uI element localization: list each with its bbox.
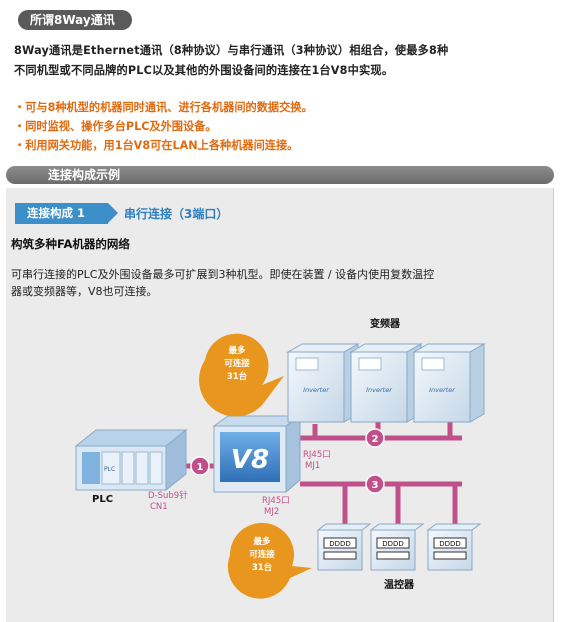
intro-line-2: 不同机型或不同品牌的PLC以及其他的外围设备间的连接在1台V8中实现。 xyxy=(14,64,394,77)
temp-2-body xyxy=(370,529,416,571)
temp-2-display xyxy=(376,537,410,549)
config-description: 可串行连接的PLC及外围设备最多可扩展到3种机型。即使在装置 / 设备内使用复数… xyxy=(11,266,551,300)
capacity-bubble-bottom: 最多 可连接 31台 xyxy=(227,522,312,599)
port-marker-2-circle xyxy=(365,428,385,448)
plc-io-module-2 xyxy=(135,451,149,485)
temp-1-top xyxy=(316,523,372,531)
v8-hmi-unit: V8 xyxy=(212,415,302,494)
temp-controller-3: DDDD xyxy=(426,523,482,571)
plc-io-module-3 xyxy=(149,451,163,485)
section-header-bar: 连接构成示例 xyxy=(6,166,554,184)
temp-1-digits: DDDD xyxy=(329,540,351,548)
plc-unit: PLC xyxy=(74,428,188,492)
feature-item-2: ・同时监视、操作多台PLC及外围设备。 xyxy=(14,120,217,133)
port-marker-2: 2 xyxy=(365,428,385,448)
hmi-v8-logo: V8 xyxy=(231,445,269,475)
inverter-unit-2: Inverter xyxy=(349,343,423,423)
port-marker-3: 3 xyxy=(365,474,385,494)
capacity-bubble-top-line2: 可连接 xyxy=(224,358,250,369)
feature-item-1: ・可与8种机型的机器同时通讯、进行各机器间的数据交换。 xyxy=(14,101,313,114)
temp-controller-group: DDDD DDDD DDDD xyxy=(316,523,482,571)
inverter-label: 变频器 xyxy=(370,317,401,330)
inverter-3-side xyxy=(469,343,485,423)
port-mj1-line1: RJ45口 xyxy=(303,450,331,460)
port-marker-3-circle xyxy=(365,474,385,494)
temp-controller-2: DDDD xyxy=(369,523,425,571)
temp-3-subdisplay xyxy=(433,551,467,560)
page-title-tab: 所谓8Way通讯 xyxy=(18,10,132,30)
feature-item-3: ・利用网关功能，用1台V8可在LAN上各种机器间连接。 xyxy=(14,139,299,152)
inverter-3-display xyxy=(421,357,445,371)
plc-cpu-module xyxy=(101,451,121,485)
description-line-2: 器或变频器等，V8也可连接。 xyxy=(11,285,158,298)
temp-1-subdisplay xyxy=(323,551,357,560)
inverter-group: Inverter Inverter Inverter xyxy=(286,343,486,423)
plc-io-module-1 xyxy=(121,451,135,485)
hmi-top xyxy=(212,415,302,427)
description-line-1: 可串行连接的PLC及外围设备最多可扩展到3种机型。即使在装置 / 设备内使用复数… xyxy=(11,268,435,281)
capacity-bubble-top-shape xyxy=(199,333,284,417)
capacity-bubble-top: 最多 可连接 31台 xyxy=(199,333,284,417)
port-cn1-line1: D-Sub9针 xyxy=(148,490,188,501)
port-marker-2-number: 2 xyxy=(372,434,379,445)
temp-2-top xyxy=(369,523,425,531)
port-marker-3-number: 3 xyxy=(372,480,379,491)
inverter-2-text: Inverter xyxy=(366,386,393,394)
hmi-screen xyxy=(220,432,280,482)
port-mj2-line1: RJ45口 xyxy=(262,496,290,506)
port-mj2-line2: MJ2 xyxy=(264,507,279,517)
capacity-bubble-bottom-line3: 31台 xyxy=(252,562,273,573)
inverter-3-text: Inverter xyxy=(429,386,456,394)
capacity-bubble-bottom-shape xyxy=(227,522,312,599)
temp-controller-1: DDDD xyxy=(316,523,372,571)
capacity-bubble-top-line1: 最多 xyxy=(228,345,246,356)
temp-3-top xyxy=(426,523,482,531)
port-marker-1-circle xyxy=(190,456,210,476)
capacity-bubble-top-line3: 31台 xyxy=(227,371,248,382)
port-cn1-line2: CN1 xyxy=(150,502,168,512)
plc-module-label: PLC xyxy=(104,466,115,473)
temp-1-display xyxy=(323,537,357,549)
feature-list: ・可与8种机型的机器同时通讯、进行各机器间的数据交换。 ・同时监视、操作多台PL… xyxy=(14,98,559,155)
inverter-unit-3: Inverter xyxy=(412,343,486,423)
config-title: 串行连接（3端口） xyxy=(124,207,229,221)
hmi-side xyxy=(285,415,301,494)
temp-2-digits: DDDD xyxy=(382,540,404,548)
temp-3-body xyxy=(427,529,473,571)
temp-3-display xyxy=(433,537,467,549)
inverter-2-display xyxy=(358,357,382,371)
port-marker-1-number: 1 xyxy=(197,462,204,473)
capacity-bubble-bottom-line2: 可连接 xyxy=(249,549,275,560)
inverter-unit-1: Inverter xyxy=(286,343,360,423)
intro-text: 8Way通讯是Ethernet通讯（8种协议）与串行通讯（3种协议）相组合，使最… xyxy=(14,41,559,81)
temp-2-subdisplay xyxy=(376,551,410,560)
temp-3-digits: DDDD xyxy=(439,540,461,548)
plc-label: PLC xyxy=(92,494,113,505)
port-marker-1: 1 xyxy=(190,456,210,476)
capacity-bubble-bottom-line1: 最多 xyxy=(253,536,271,547)
temp-controller-label: 温控器 xyxy=(384,578,415,591)
temp-1-body xyxy=(317,529,363,571)
inverter-1-display xyxy=(295,357,319,371)
config-tag: 连接构成 1 xyxy=(15,203,118,224)
plc-power-module xyxy=(82,452,100,484)
port-mj1-line2: MJ1 xyxy=(305,461,320,471)
network-heading: 构筑多种FA机器的网络 xyxy=(11,237,130,251)
inverter-1-text: Inverter xyxy=(303,386,330,394)
intro-line-1: 8Way通讯是Ethernet通讯（8种协议）与串行通讯（3种协议）相组合，使最… xyxy=(14,44,449,57)
